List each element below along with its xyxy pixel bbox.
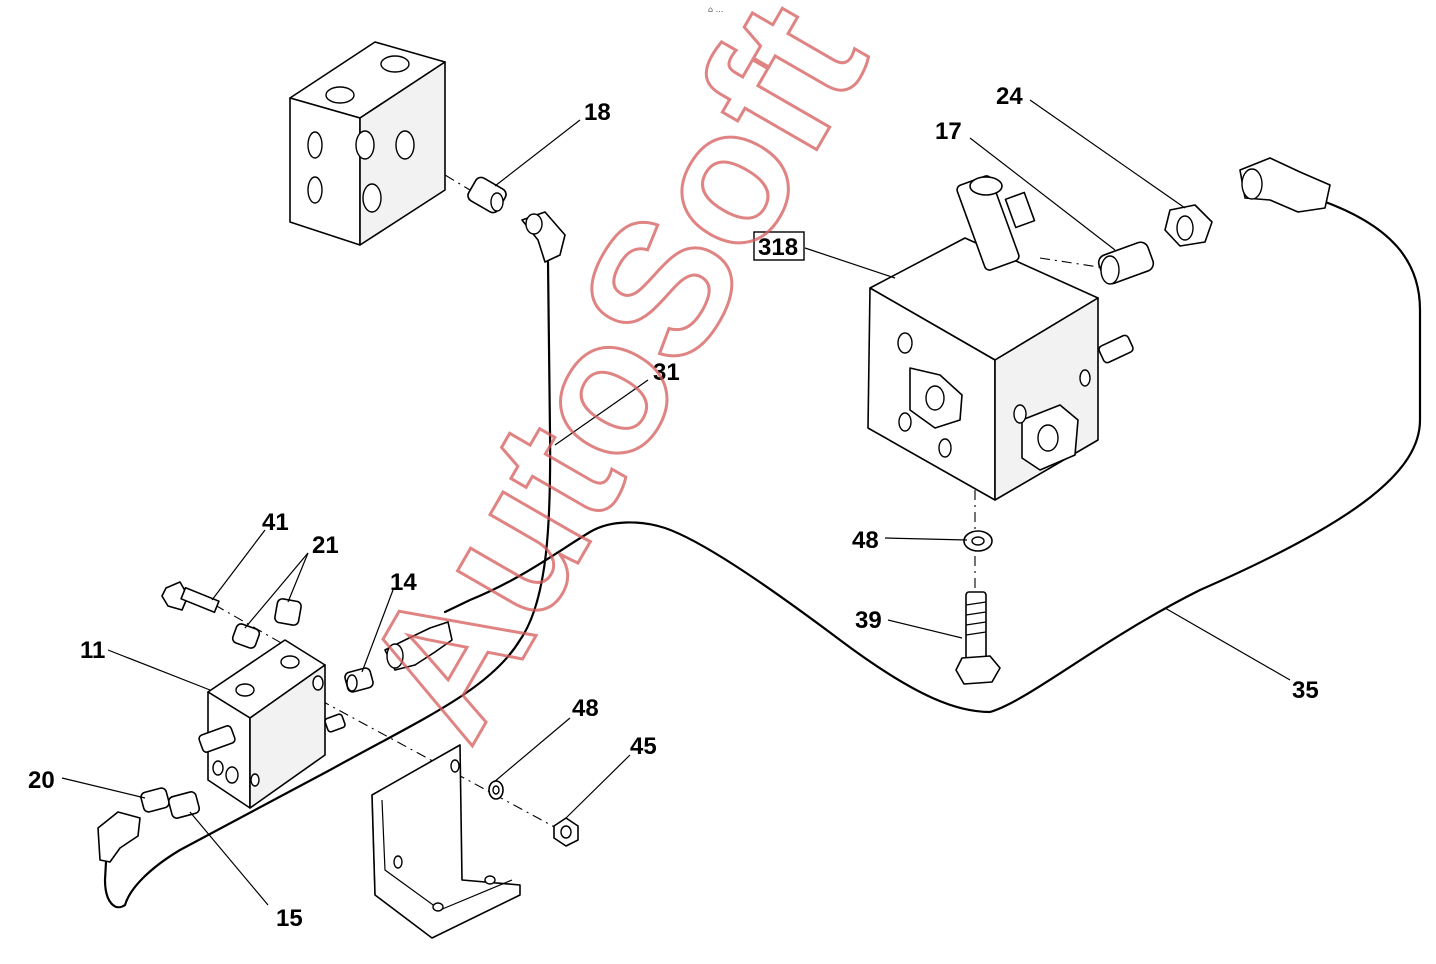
hose-31 xyxy=(103,260,552,909)
label-45: 45 xyxy=(630,733,657,760)
main-valve-block-318 xyxy=(867,175,1134,501)
bolt-41 xyxy=(161,581,220,614)
leader-lines xyxy=(61,99,1291,906)
nut-24 xyxy=(1164,204,1213,247)
fitting-18 xyxy=(467,176,507,214)
label-48-left: 48 xyxy=(572,695,599,722)
elbow-fitting-bottom-left xyxy=(97,811,141,863)
label-31: 31 xyxy=(653,359,680,386)
label-11: 11 xyxy=(80,637,105,664)
label-15: 15 xyxy=(276,905,303,932)
bolt-39 xyxy=(955,591,1001,685)
label-14: 14 xyxy=(390,569,417,596)
label-318-box xyxy=(753,231,805,261)
label-318: 318 xyxy=(758,234,798,261)
top-indicator-text: ⌂ ... xyxy=(708,5,723,14)
label-17: 17 xyxy=(935,118,962,145)
elbow-fitting-35 xyxy=(1239,157,1331,213)
washer-48-right xyxy=(963,530,993,552)
label-20: 20 xyxy=(28,767,55,794)
top-valve-block xyxy=(289,41,446,246)
fitting-20 xyxy=(140,787,170,813)
label-39: 39 xyxy=(855,607,882,634)
lower-valve-block-11 xyxy=(198,639,346,809)
washer-48-left xyxy=(488,780,504,800)
label-18: 18 xyxy=(584,99,611,126)
elbow-fitting-lower xyxy=(384,621,453,671)
elbow-fitting-31 xyxy=(521,211,566,263)
hose-35 xyxy=(443,198,1422,714)
fitting-14 xyxy=(344,667,374,693)
fitting-21-b xyxy=(274,598,302,626)
label-48-right: 48 xyxy=(852,527,879,554)
nut-45 xyxy=(553,817,579,847)
mounting-bracket xyxy=(371,744,521,939)
label-21: 21 xyxy=(312,532,339,559)
label-41: 41 xyxy=(262,509,289,536)
part-labels: 18 31 24 17 318 48 39 35 41 21 14 11 20 … xyxy=(28,83,1319,932)
label-35: 35 xyxy=(1292,677,1319,704)
fitting-17 xyxy=(1097,241,1155,285)
label-24: 24 xyxy=(996,83,1023,110)
fitting-15 xyxy=(167,791,201,819)
fitting-21-a xyxy=(231,623,261,649)
